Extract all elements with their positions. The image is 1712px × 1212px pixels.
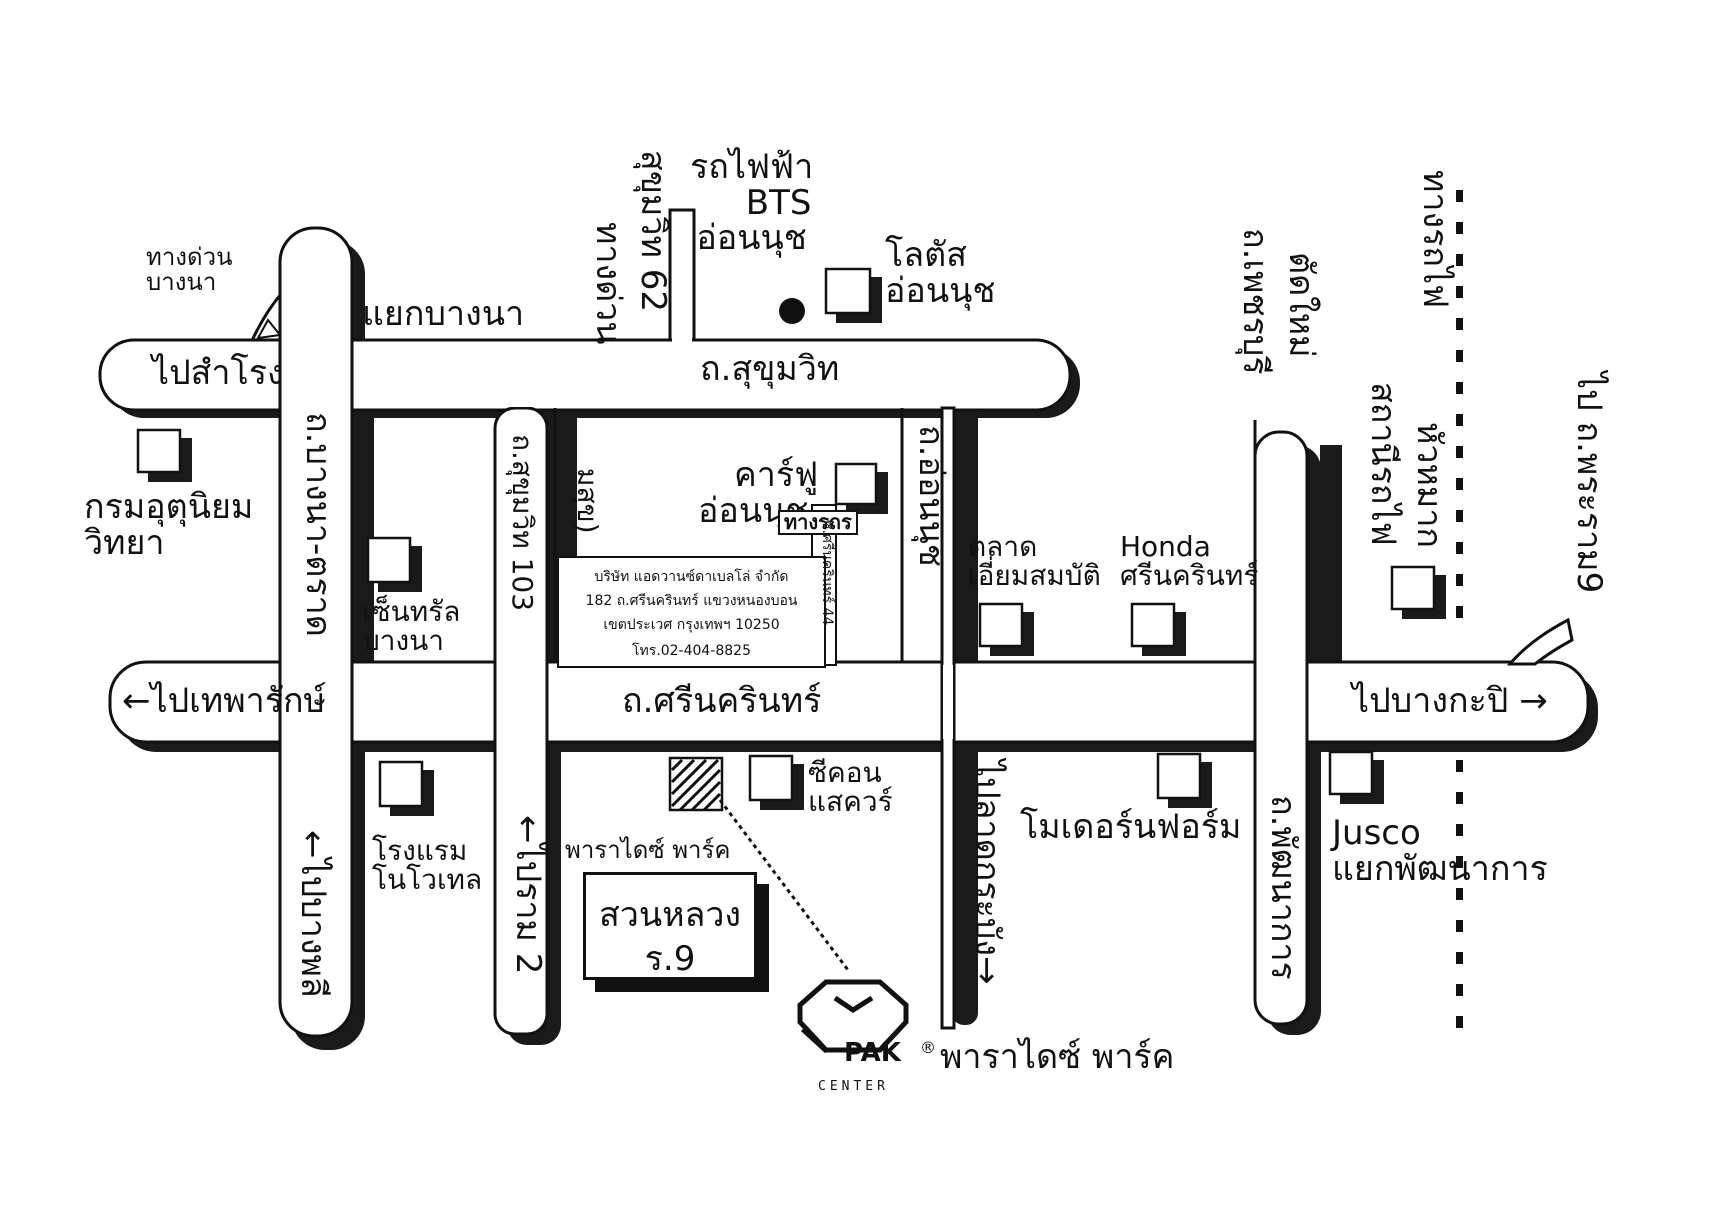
label-novotel-2: โนโวเทล [372,863,483,897]
label-modernform: โมเดอร์นฟอร์ม [1020,807,1242,847]
railway-line [1456,190,1463,1028]
company-line3: เขตประเวศ กรุงเทพฯ 10250 [603,617,780,633]
label-bangna-trat-road: ถ.บางนา-ตราด [298,412,338,637]
label-to-bangplee: ←ไปบางพลี [293,830,333,998]
label-station-2: หัวหมาก [1409,422,1449,549]
label-sukhumvit103: ถ.สุขุมวิท 103 [506,434,539,612]
pak-logo-icon [797,979,909,1054]
label-park-2: ร.9 [644,939,696,979]
label-expressway: ทางด่วน บางนา [146,243,233,297]
building-modernform [1156,752,1212,808]
label-seacon: ซีคอน แสควร์ [808,758,893,817]
company-info-box: บริษัท แอดวานซ์ดาเบลโล่ จำกัด 182 ถ.ศรีน… [557,556,826,668]
label-stamp: ทางรถร [778,510,858,535]
label-onnut-road: ถ.อ่อนนุช [911,425,951,567]
label-market-1: ตลาด [968,530,1038,563]
building-lotus [824,267,882,323]
building-met-dept [136,428,192,482]
label-central-1: เซ็นทรัล [362,595,461,628]
label-met-dept: กรมอุตุนิยม วิทยา [84,487,254,563]
label-rama9: ไป ถ.พระราม9 [1569,372,1609,594]
company-line1: บริษัท แอดวานซ์ดาเบลโล่ จำกัด [594,569,789,585]
label-phetchaburi-2: ตัดใหม่ [1281,252,1321,358]
building-paradise-park [668,756,724,812]
label-carrefour-1: คาร์ฟู [734,455,819,495]
building-seacon [748,754,804,810]
label-latkrabang: ไปลาดกระบัง→ [967,760,1007,985]
label-to-samrong: ไปสำโรง [152,353,284,393]
label-seacon-1: ซีคอน [808,756,882,789]
label-honda-2: ศรีนครินทร์ [1120,559,1259,593]
park-box: สวนหลวง ร.9 [583,872,757,980]
label-novotel-1: โรงแรม [372,834,468,867]
label-honda: Honda ศรีนครินทร์ [1120,532,1258,591]
label-bts-3: อ่อนนุช [696,218,807,259]
label-market-2: เอี่ยมสมบัติ [968,559,1101,593]
bangna-trat-road [278,226,354,1038]
logo-brand: PAK [844,1038,901,1068]
pointer-line [718,799,850,971]
expressway-arrow [256,318,282,340]
label-jusco-1: Jusco [1332,813,1421,853]
company-line2: 182 ถ.ศรีนครินทร์ แขวงหนองบอน [585,593,798,609]
label-park-1: สวนหลวง [598,895,742,935]
label-bangna-junction: แยกบางนา [362,294,525,334]
label-soi62-2: สุขุมวิท 62 [633,150,673,312]
company-phone: โทร.02-404-8825 [632,643,751,659]
label-lotus-2: อ่อนนุช [885,270,996,311]
label-honda-1: Honda [1120,530,1211,563]
label-central-2: บางนา [362,624,445,658]
label-phetchaburi-1: ถ.เพชรบุรี [1235,228,1275,375]
bts-station-dot [779,298,805,324]
label-jusco-2: แยกพัฒนาการ [1332,848,1548,889]
label-lotus: โลตัส อ่อนนุช [885,235,996,311]
building-novotel [378,760,434,816]
label-railway: ทางรถไฟ [1415,170,1455,309]
label-soi44: ซ.ศรีนครินทร์ 44 [819,520,835,626]
label-sukhumvit-road: ถ.สุขุมวิท [700,349,840,389]
label-seacon-2: แสควร์ [808,785,893,819]
building-central [366,536,422,592]
label-market: ตลาด เอี่ยมสมบัติ [968,532,1101,591]
label-bts: รถไฟฟ้า BTS อ่อนนุช [690,147,814,259]
label-central: เซ็นทรัล บางนา [362,597,460,656]
label-expressway-1: ทางด่วน [146,243,233,271]
label-soi62-1: ทางด่วน [588,222,628,345]
label-met-dept-1: กรมอุตุนิยม [84,487,254,527]
label-met-dept-2: วิทยา [84,522,165,563]
building-station [1390,565,1446,619]
label-paradise-small: พาราไดซ์ พาร์ค [565,836,731,864]
label-rama2: ←ไปราม 2 [508,815,548,975]
label-carrefour: คาร์ฟู อ่อนนุช [698,455,819,529]
logo-reg: ® [920,1038,936,1057]
label-paradise-big: พาราไดซ์ พาร์ค [940,1037,1175,1077]
label-phatthanakan-road: ถ.พัฒนาการ [1263,795,1303,980]
srinakarin-road [108,660,1590,744]
rama9-curve [1506,617,1574,666]
label-bts-2: BTS [745,182,812,223]
building-carrefour [834,462,888,514]
label-bts-1: รถไฟฟ้า [690,147,814,187]
label-jusco: Jusco แยกพัฒนาการ [1332,813,1548,889]
label-lotus-1: โลตัส [885,235,967,275]
label-novotel: โรงแรม โนโวเทล [372,836,482,895]
label-srinakarin-road: ถ.ศรีนครินทร์ [622,681,822,721]
label-to-bangkapi: ไปบางกะปิ → [1352,681,1548,721]
building-market [978,602,1034,656]
intersections [282,335,1305,739]
label-udomsuk: มสุข) [571,468,604,534]
label-expressway-2: บางนา [146,268,217,297]
logo-sub: CENTER [818,1079,889,1094]
building-jusco [1328,750,1384,804]
building-honda [1130,602,1186,656]
buildings [136,267,1446,816]
label-station-1: สถานีรถไฟ [1363,382,1403,546]
label-to-theparak: ←ไปเทพารักษ์ [122,681,326,721]
